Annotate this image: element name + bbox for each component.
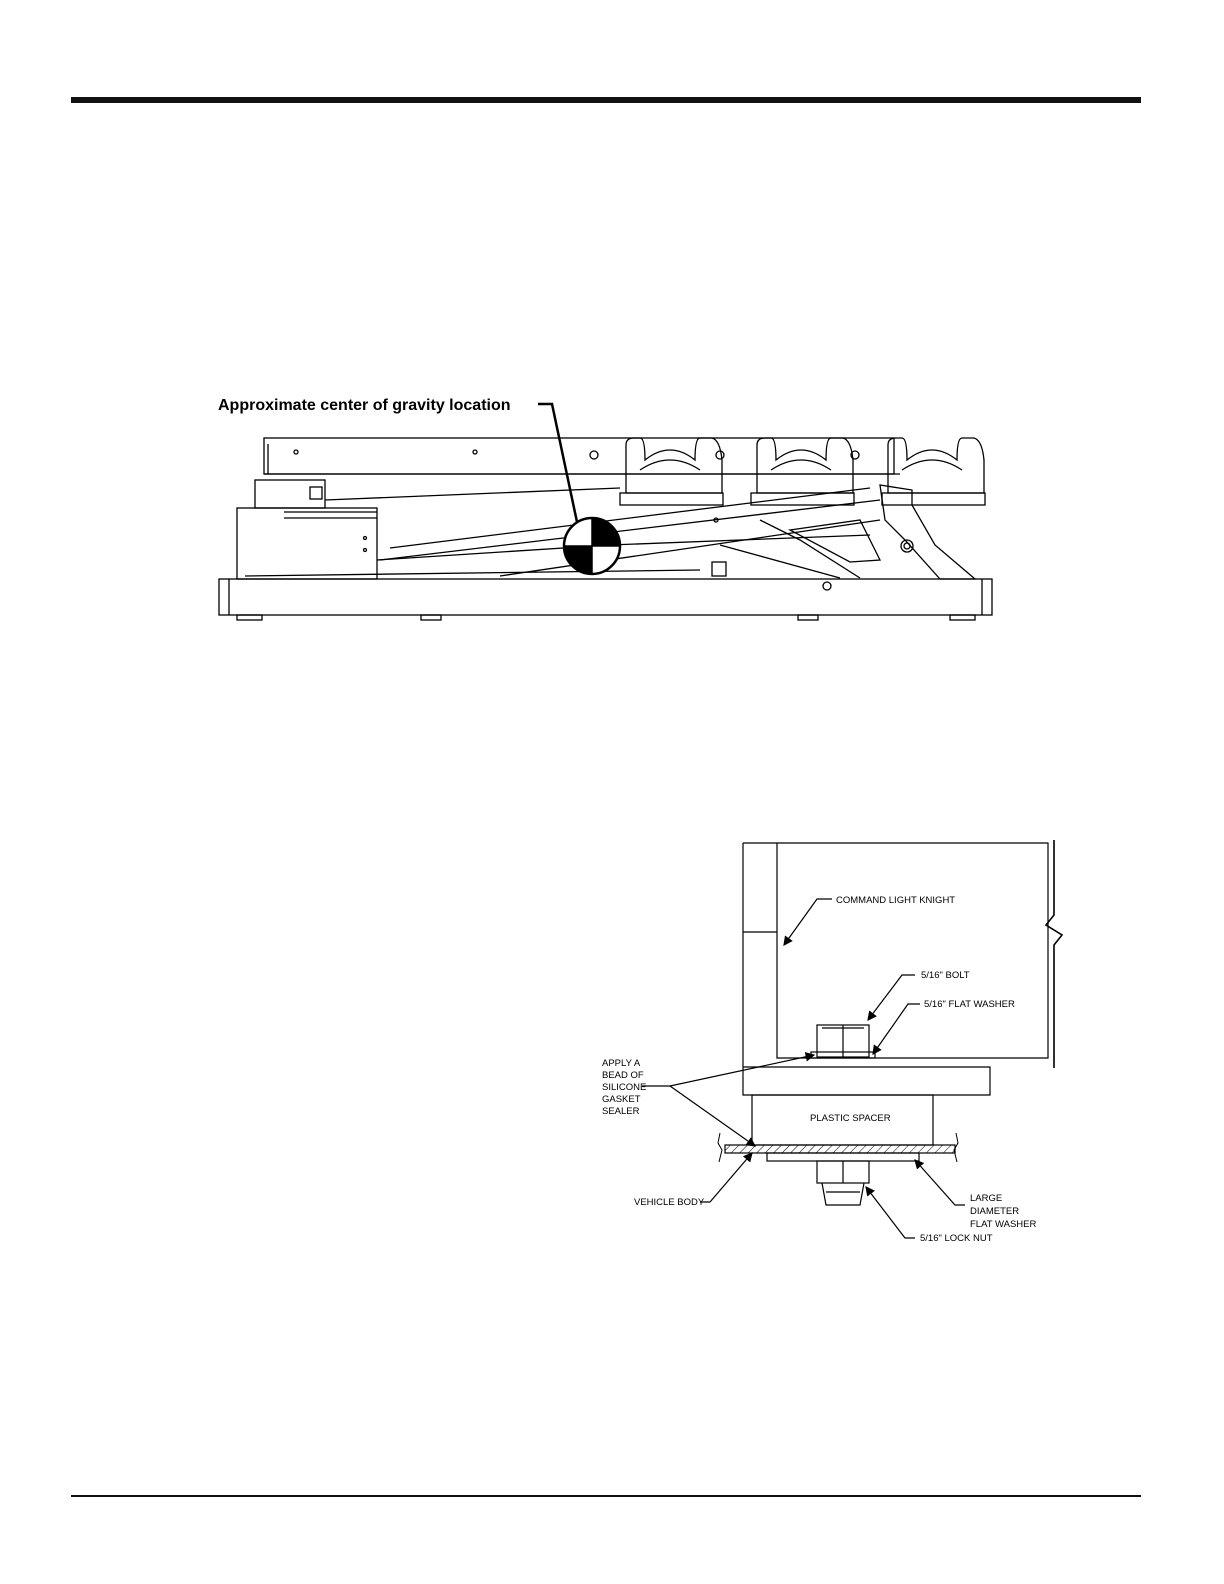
label-lock-nut: 5/16" LOCK NUT xyxy=(920,1233,993,1244)
light-housing xyxy=(743,843,1048,1058)
foot xyxy=(421,615,441,620)
label-large-washer-2: DIAMETER xyxy=(970,1206,1019,1217)
label-silicone-5: SEALER xyxy=(602,1106,640,1117)
base-frame xyxy=(219,579,992,615)
lamp-head xyxy=(620,438,723,505)
label-large-washer-1: LARGE xyxy=(970,1193,1002,1204)
vehicle-body-plate xyxy=(725,1145,955,1153)
foot xyxy=(237,615,262,620)
foot xyxy=(798,615,818,620)
large-washer xyxy=(767,1153,919,1161)
label-silicone-2: BEAD OF xyxy=(602,1070,644,1081)
control-box xyxy=(237,508,377,579)
cg-callout-label: Approximate center of gravity location xyxy=(218,397,511,414)
center-of-gravity-symbol xyxy=(564,518,620,574)
label-large-washer-3: FLAT WASHER xyxy=(970,1219,1036,1230)
detail-leaders xyxy=(642,899,965,1238)
label-silicone-4: GASKET xyxy=(602,1094,641,1105)
cg-leader-line xyxy=(538,404,577,522)
label-command-light-knight: COMMAND LIGHT KNIGHT xyxy=(836,895,955,906)
lamp-head xyxy=(882,438,985,505)
label-silicone-3: SILICONE xyxy=(602,1082,646,1093)
foot xyxy=(950,615,975,620)
label-flat-washer: 5/16" FLAT WASHER xyxy=(924,999,1015,1010)
label-bolt: 5/16" BOLT xyxy=(921,970,970,981)
label-silicone-1: APPLY A xyxy=(602,1058,641,1069)
label-vehicle-body: VEHICLE BODY xyxy=(634,1197,705,1208)
lamp-head xyxy=(751,438,854,505)
top-beam xyxy=(264,438,894,474)
label-plastic-spacer: PLASTIC SPACER xyxy=(810,1113,891,1124)
